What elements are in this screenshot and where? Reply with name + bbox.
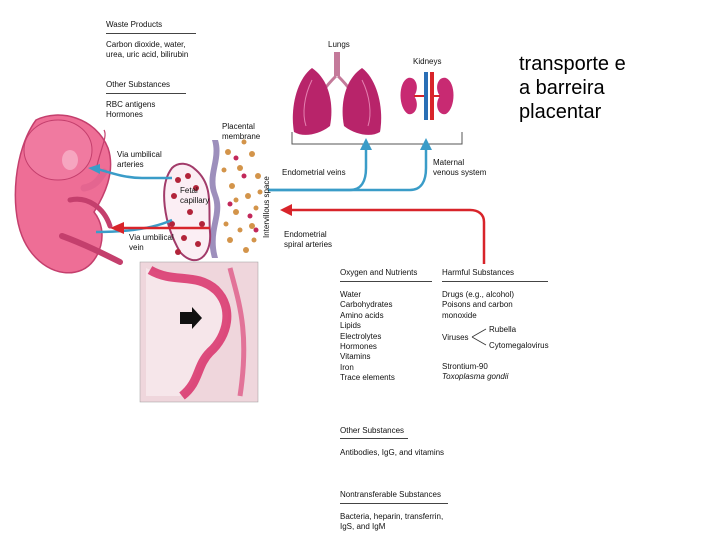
harmful-heading: Harmful Substances: [442, 268, 515, 277]
strontium-label: Strontium-90: [442, 362, 488, 371]
slide-title: transporte e a barreira placentar: [519, 52, 626, 124]
oxygen-item: Iron: [340, 362, 354, 372]
waste-item: Carbon dioxide, water,: [106, 40, 186, 49]
oxygen-item: Lipids: [340, 321, 361, 331]
other-substances-heading: Other Substances: [340, 426, 405, 435]
nontransferable-line: Bacteria, heparin, transferrin,: [340, 512, 444, 521]
maternal-venous-label: Maternal venous system: [433, 158, 487, 178]
left-other-heading: Other Substances: [106, 80, 171, 89]
blood-cells: [169, 173, 205, 255]
waste-list: Carbon dioxide, water, urea, uric acid, …: [106, 40, 188, 61]
lungs-illustration: [292, 52, 382, 135]
kidneys-label: Kidneys: [413, 57, 442, 66]
other-substances-rule: [340, 438, 408, 439]
cytomegalovirus-label: Cytomegalovirus: [489, 341, 549, 350]
nontransferable-line: IgS, and IgM: [340, 522, 386, 532]
tissue-micrograph: [139, 261, 259, 403]
title-line: transporte e: [519, 53, 626, 75]
oxygen-list: Water Carbohydrates Amino acids Lipids E…: [340, 290, 395, 384]
waste-rule: [106, 33, 196, 34]
maternal-particles: [221, 139, 263, 253]
rubella-label: Rubella: [489, 325, 517, 334]
oxygen-item: Amino acids: [340, 310, 384, 320]
placental-membrane-band: [209, 140, 221, 258]
oxygen-heading: Oxygen and Nutrients: [340, 268, 418, 277]
oxygen-item: Hormones: [340, 342, 377, 352]
nontransferable-rule: [340, 503, 448, 504]
harmful-item: Drugs (e.g., alcohol): [442, 290, 515, 299]
endometrial-veins-label: Endometrial veins: [282, 168, 346, 177]
embryo-illustration: [14, 114, 123, 274]
fetal-capillary-label: Fetal capillary: [180, 186, 210, 206]
nontransferable-heading: Nontransferable Substances: [340, 490, 441, 499]
left-other-rule: [106, 93, 186, 94]
lungs-label: Lungs: [328, 40, 350, 49]
left-other-list: RBC antigens Hormones: [106, 100, 155, 121]
placental-membrane-label: Placental membrane: [222, 122, 261, 142]
harmful-item: Poisons and carbon: [442, 300, 513, 310]
oxygen-item: Electrolytes: [340, 331, 382, 341]
oxygen-item: Water: [340, 290, 362, 299]
oxygen-item: Carbohydrates: [340, 300, 393, 310]
left-other-item: RBC antigens: [106, 100, 156, 109]
kidneys-illustration: [400, 72, 454, 120]
toxoplasma-label: Toxoplasma gondii: [442, 372, 509, 381]
harmful-list: Drugs (e.g., alcohol) Poisons and carbon…: [442, 290, 514, 321]
waste-item: urea, uric acid, bilirubin: [106, 50, 189, 60]
harmful-rule: [442, 281, 548, 282]
waste-heading: Waste Products: [106, 20, 163, 29]
harmful-item: monoxide: [442, 310, 477, 320]
red-flow-arrows: [120, 208, 486, 264]
blue-flow-arrows: [93, 148, 428, 234]
via-umbilical-arteries-label: Via umbilical arteries: [117, 150, 162, 170]
left-other-item: Hormones: [106, 110, 143, 120]
endometrial-arteries-label: Endometrial spiral arteries: [284, 230, 333, 250]
title-line: a barreira: [519, 77, 605, 99]
oxygen-rule: [340, 281, 432, 282]
title-line: placentar: [519, 101, 602, 123]
viruses-label: Viruses: [442, 333, 469, 342]
other-substances-text: Antibodies, IgG, and vitamins: [340, 448, 445, 457]
oxygen-item: Vitamins: [340, 352, 371, 362]
via-umbilical-vein-label: Via umbilical vein: [129, 233, 174, 253]
nontransferable-list: Bacteria, heparin, transferrin, IgS, and…: [340, 512, 443, 533]
oxygen-item: Trace elements: [340, 373, 395, 383]
